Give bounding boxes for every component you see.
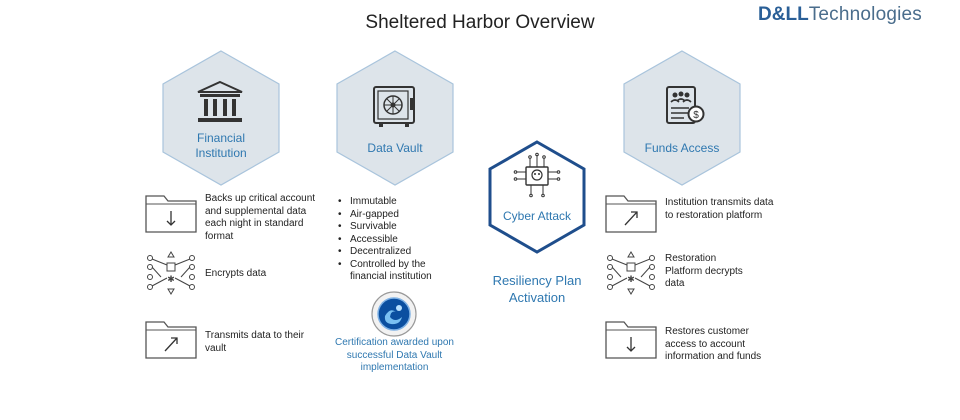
folder-transfer-icon — [605, 195, 657, 233]
encryption-pattern-icon: ✱ — [607, 251, 655, 295]
safe-icon — [373, 86, 415, 127]
cyber-attack-hexagon — [488, 140, 586, 254]
vault-property: Survivable — [338, 221, 448, 234]
vault-property: Decentralized — [338, 246, 448, 259]
resiliency-plan-activation: Resiliency Plan Activation — [492, 273, 582, 305]
vault-property: Immutable — [338, 196, 448, 209]
financial-institution-label: Financial Institution — [195, 131, 247, 160]
step-backs-up-data: Backs up critical account and supplement… — [205, 193, 316, 242]
certification-caption: Certification awarded upon successful Da… — [335, 337, 454, 373]
folder-download-icon — [145, 195, 197, 233]
step-decrypts-data: Restoration Platform decrypts data — [665, 253, 743, 289]
brand-rest: Technologies — [808, 4, 922, 25]
vault-properties-list: Immutable Air-gapped Survivable Accessib… — [338, 196, 448, 284]
folder-transfer-icon — [145, 321, 197, 359]
page-title: Sheltered Harbor Overview — [365, 12, 595, 33]
step-encrypts-data: Encrypts data — [205, 268, 267, 279]
vault-property: Air-gapped — [338, 209, 448, 222]
funds-access-label: Funds Access — [644, 141, 720, 155]
folder-download-icon — [605, 321, 657, 359]
vault-property: Controlled by the financial institution — [338, 259, 448, 284]
vault-property: Accessible — [338, 234, 448, 247]
sheltered-harbor-seal-icon — [371, 291, 417, 337]
step-restores-access: Restores customer access to account info… — [665, 326, 762, 362]
step-transmits-to-restoration: Institution transmits data to restoratio… — [665, 197, 774, 221]
step-transmits-data: Transmits data to their vault — [205, 330, 305, 354]
brand-bold: D&LL — [758, 4, 809, 25]
document-money-icon: $ — [666, 86, 705, 124]
data-vault-label: Data Vault — [367, 141, 423, 155]
bank-building-icon — [197, 80, 243, 122]
data-vault-hexagon — [336, 50, 454, 186]
cyber-attack-label: Cyber Attack — [502, 209, 572, 223]
encryption-pattern-icon: ✱ — [147, 251, 195, 295]
svg-text:$: $ — [693, 110, 699, 121]
circuit-skull-icon — [513, 152, 561, 198]
dell-technologies-logo: D&LLTechnologies — [758, 4, 922, 26]
svg-text:✱: ✱ — [627, 275, 635, 285]
svg-text:✱: ✱ — [167, 275, 175, 285]
